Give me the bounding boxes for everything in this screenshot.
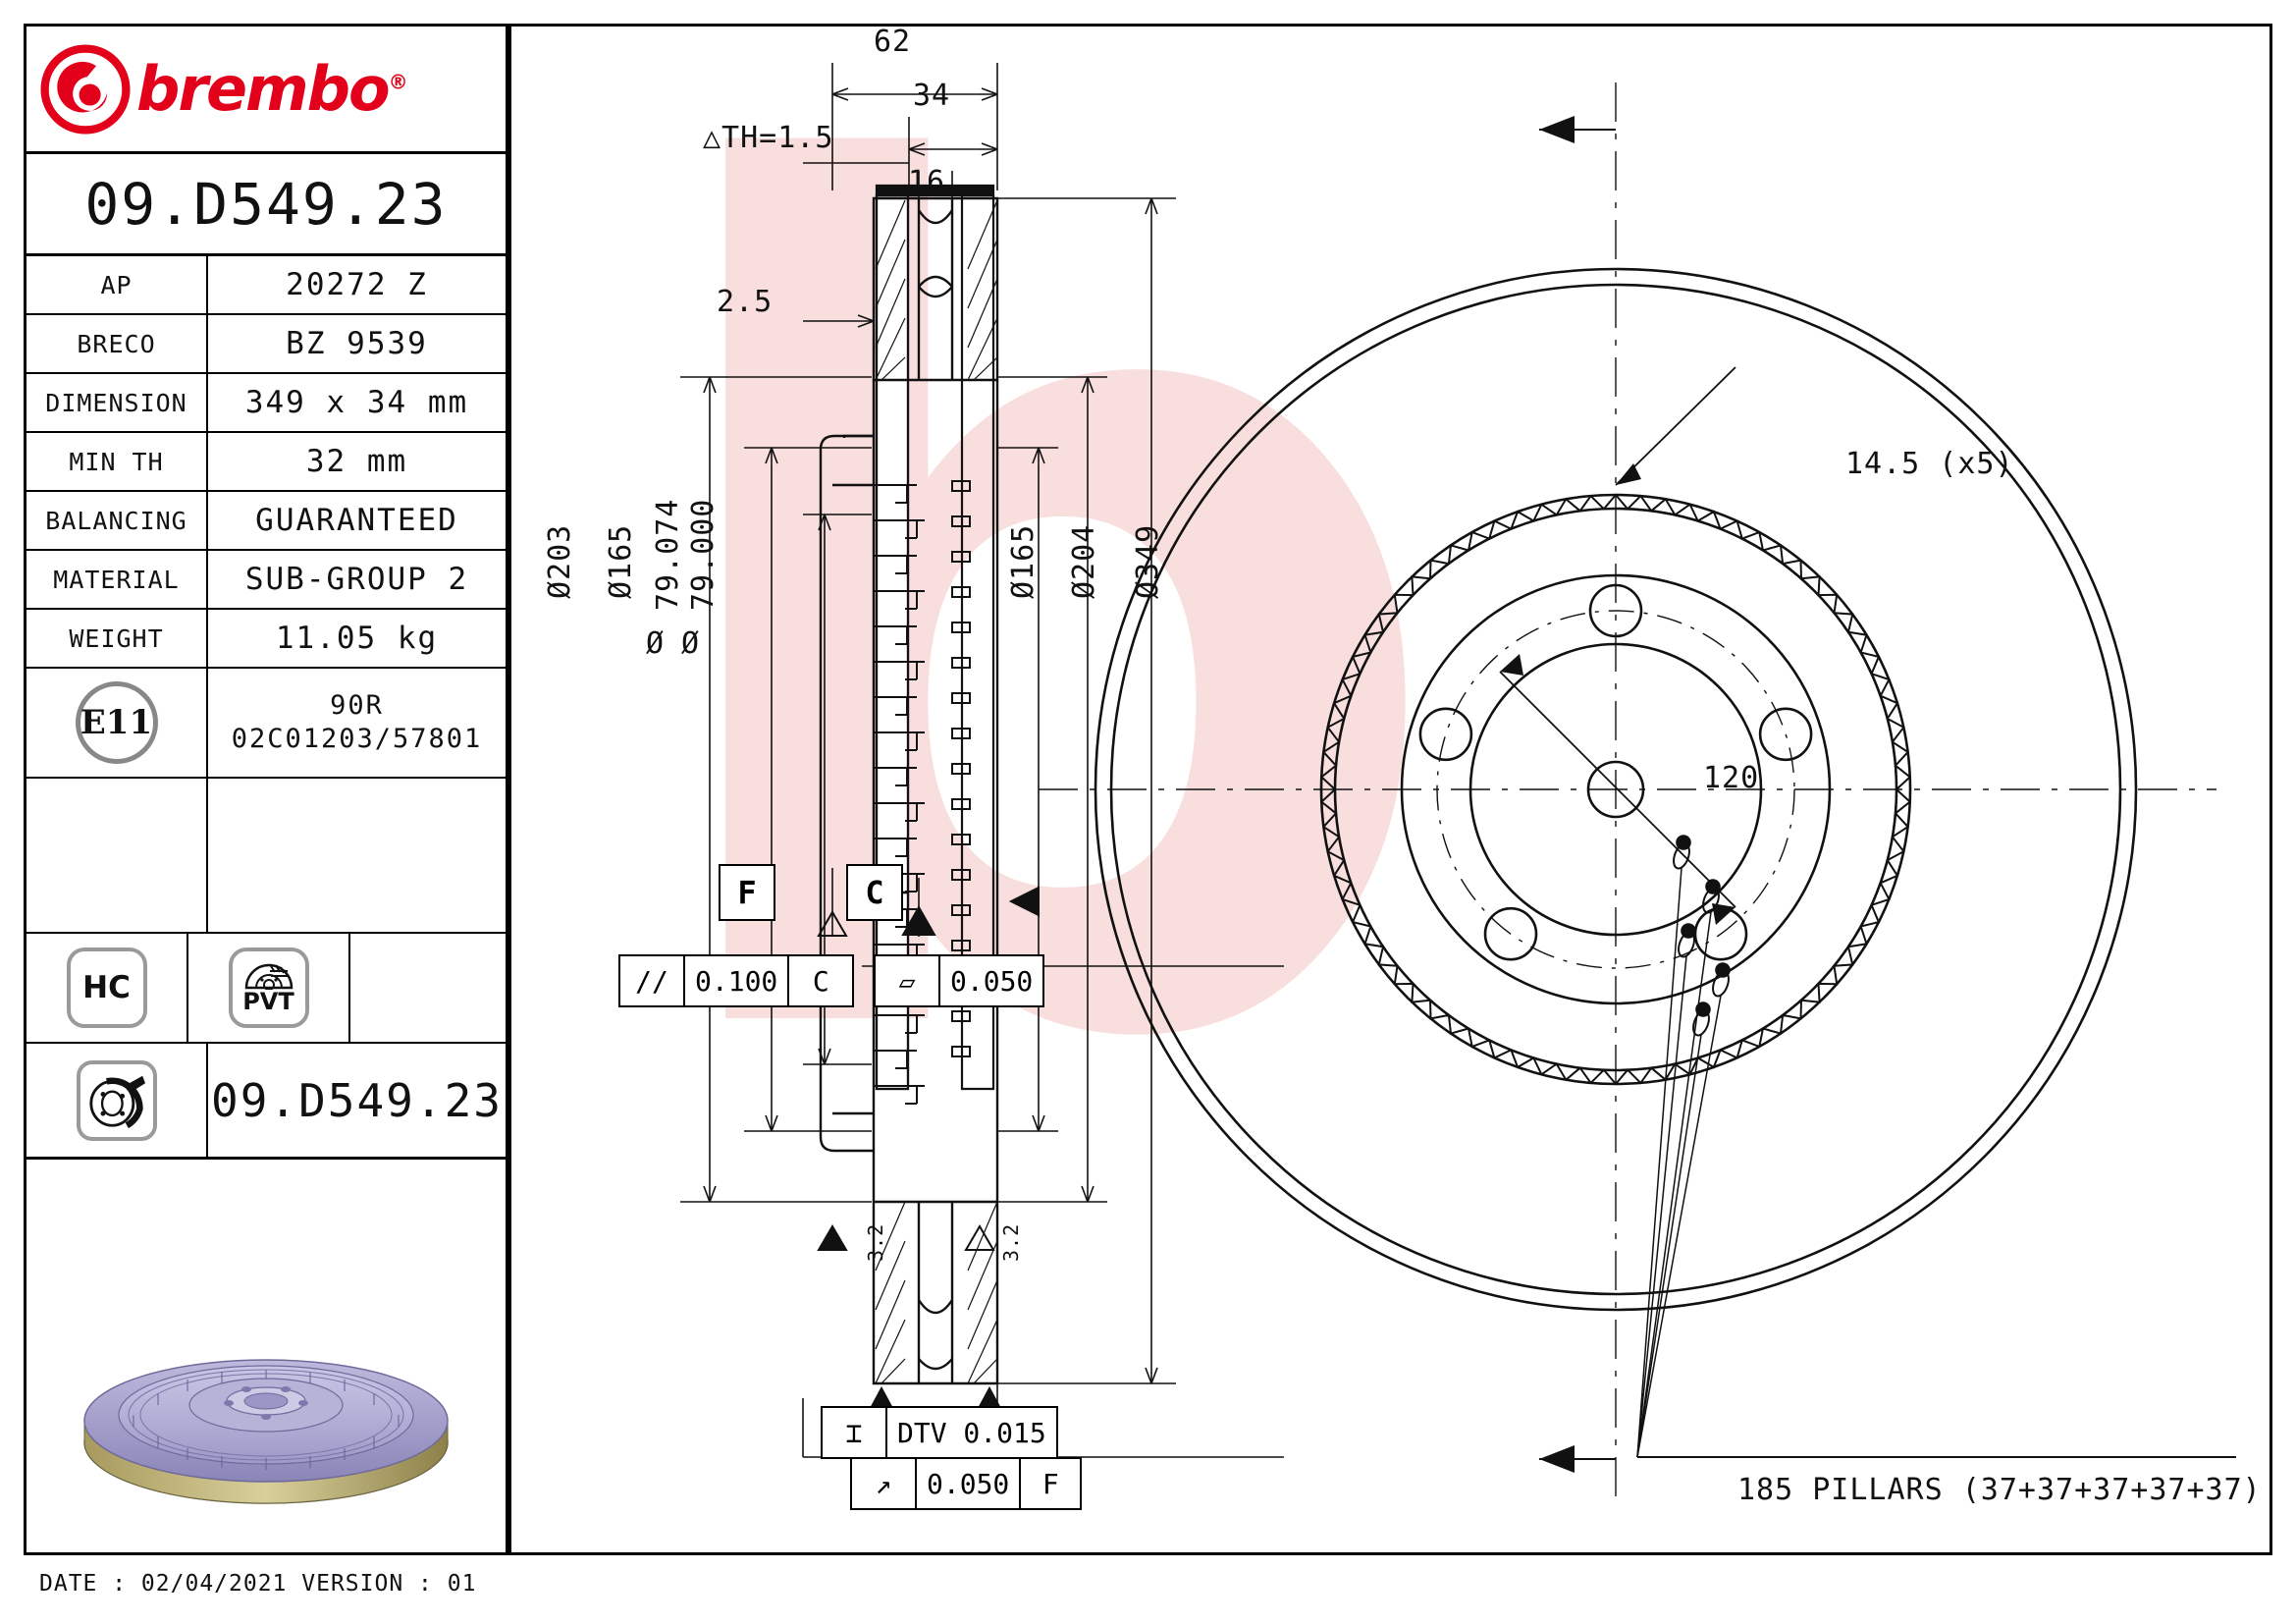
gdt-runout-datum: F <box>1041 1467 1059 1500</box>
pvt-badge-cell: PVT <box>188 934 350 1042</box>
dim-16: 16 <box>908 165 946 199</box>
gdt-runout-symbol: ↗ <box>852 1459 917 1508</box>
registered-icon: ® <box>388 70 408 94</box>
dim-34: 34 <box>913 79 951 113</box>
spec-value: GUARANTEED <box>255 503 458 538</box>
homologation-value: 90R 02C01203/57801 <box>208 689 506 756</box>
dim-d349: Ø349 <box>1131 523 1165 599</box>
disc-part-number: 09.D549.23 <box>211 1073 503 1127</box>
hc-badge-icon: HC <box>66 947 147 1028</box>
dim-d165-left: Ø165 <box>604 523 638 599</box>
gdt-flatness-value: 0.050 <box>950 964 1034 998</box>
page-title: 09.D549.23 <box>27 154 506 256</box>
spec-value: 20272 Z <box>286 267 428 302</box>
label-pillars: 185 PILLARS (37+37+37+37+37) <box>1737 1473 2262 1507</box>
spec-row-balancing: BALANCING GUARANTEED <box>27 492 506 551</box>
hc-badge-cell: HC <box>27 934 188 1042</box>
datum-f: F <box>719 864 775 921</box>
brake-disc-photo-icon <box>83 1359 449 1504</box>
e11-mark: E11 <box>27 669 208 777</box>
e11-circle-icon: E11 <box>75 681 158 764</box>
pvt-badge-icon: PVT <box>228 947 309 1028</box>
micro-right: 3.2 <box>999 1222 1023 1262</box>
drawing-frame <box>508 24 2272 1555</box>
dim-d79-upper: 79.074 <box>651 498 685 611</box>
brembo-wordmark: brembo® <box>136 53 408 125</box>
dim-d79-symbol2: Ø <box>681 626 701 661</box>
spec-value: BZ 9539 <box>286 326 428 361</box>
bolt-hole <box>1483 906 1538 961</box>
disc-part-row: 09.D549.23 <box>27 1044 506 1160</box>
dim-d79-lower: 79.000 <box>686 498 721 611</box>
spec-value: 349 x 34 mm <box>244 385 469 420</box>
bolt-hole <box>1418 707 1473 762</box>
spec-row-dimension: DIMENSION 349 x 34 mm <box>27 374 506 433</box>
spec-label: MATERIAL <box>27 551 208 608</box>
gdt-parallelism-value: 0.100 <box>685 956 790 1005</box>
pvt-disc-glyph <box>244 963 293 990</box>
homologation-line1: 90R <box>330 690 384 722</box>
datum-c: C <box>846 864 903 921</box>
homologation-row: E11 90R 02C01203/57801 <box>27 669 506 779</box>
spec-row-weight: WEIGHT 11.05 kg <box>27 610 506 669</box>
dim-d79-symbol: Ø <box>646 626 666 661</box>
spec-table: brembo® 09.D549.23 AP 20272 Z BRECO BZ 9539… <box>24 24 508 1555</box>
dim-th: △TH=1.5 <box>703 121 834 155</box>
spec-label: AP <box>27 256 208 313</box>
gdt-runout: ↗ 0.050 F <box>850 1457 1083 1510</box>
gdt-dtv: ⌶ DTV 0.015 <box>821 1406 1058 1459</box>
spec-row-breco: BRECO BZ 9539 <box>27 315 506 374</box>
spec-label: BRECO <box>27 315 208 372</box>
product-photo <box>27 1273 506 1552</box>
label-pcd: 120 <box>1703 761 1760 795</box>
dim-d204: Ø204 <box>1067 523 1101 599</box>
gdt-flatness-symbol: ▱ <box>876 956 940 1005</box>
gdt-dtv-value: DTV 0.015 <box>897 1416 1046 1449</box>
brake-disc-icon <box>76 1059 157 1141</box>
spec-value: 32 mm <box>305 444 408 479</box>
spec-row-min-th: MIN TH 32 mm <box>27 433 506 492</box>
brembo-b-mark-icon <box>40 43 131 135</box>
gdt-dtv-symbol: ⌶ <box>823 1408 887 1457</box>
blank-row <box>27 779 506 934</box>
badge-row: HC PVT <box>27 934 506 1044</box>
brembo-logo: brembo® <box>27 27 506 154</box>
dim-62: 62 <box>874 25 912 59</box>
dim-d165-right: Ø165 <box>1006 523 1041 599</box>
spec-label: MIN TH <box>27 433 208 490</box>
gdt-parallelism: // 0.100 C <box>618 954 855 1007</box>
dim-2-5: 2.5 <box>717 285 774 319</box>
spec-row-material: MATERIAL SUB-GROUP 2 <box>27 551 506 610</box>
micro-left: 3.2 <box>864 1222 887 1262</box>
footer-date: DATE : 02/04/2021 VERSION : 01 <box>39 1571 477 1597</box>
homologation-line2: 02C01203/57801 <box>231 724 483 754</box>
spec-value: SUB-GROUP 2 <box>244 562 469 597</box>
bolt-hole <box>1758 707 1813 762</box>
spec-label: BALANCING <box>27 492 208 549</box>
brake-disc-icon-cell <box>27 1044 208 1157</box>
gdt-flatness: ▱ 0.050 <box>874 954 1045 1007</box>
gdt-runout-value: 0.050 <box>917 1459 1022 1508</box>
spec-label: WEIGHT <box>27 610 208 667</box>
dim-d203: Ø203 <box>543 523 577 599</box>
label-bolt-hole: 14.5 (x5) <box>1845 447 2014 481</box>
gdt-parallelism-symbol: // <box>620 956 685 1005</box>
spec-row-ap: AP 20272 Z <box>27 256 506 315</box>
technical-drawing <box>680 63 2236 1506</box>
spec-value: 11.05 kg <box>275 621 439 656</box>
gdt-parallelism-datum: C <box>812 964 829 998</box>
spec-label: DIMENSION <box>27 374 208 431</box>
